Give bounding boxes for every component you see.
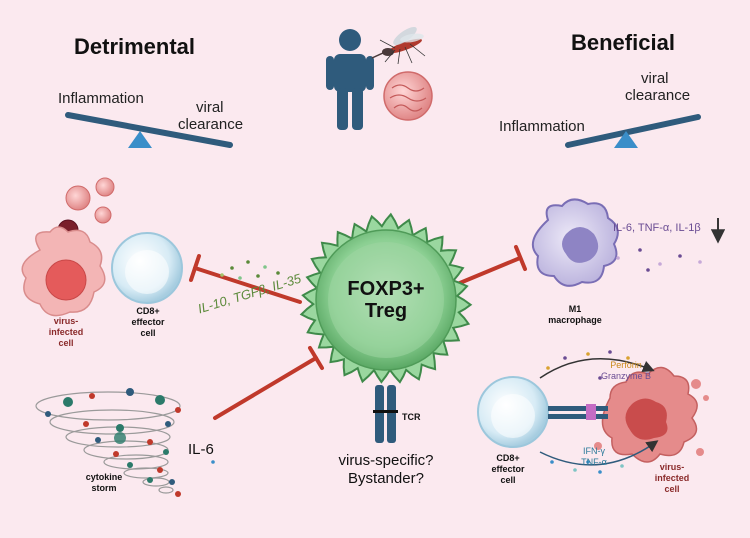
inhibit-line-left <box>189 254 302 304</box>
ifn-tnf-label: IFN-γ TNF-α <box>574 446 614 468</box>
left-seesaw-low-label-1: viral <box>196 99 224 116</box>
inhibit-line-right <box>453 245 527 287</box>
macrophage-line1: M1 <box>568 304 582 314</box>
left-seesaw-high-label: Inflammation <box>58 90 144 107</box>
cytokine-storm-label: cytokine storm <box>76 472 132 494</box>
cd8-right-label: CD8+ effector cell <box>480 453 536 486</box>
treg-label-line1: FOXP3+ <box>347 278 425 300</box>
question-line1: virus-specific? <box>338 452 434 469</box>
cd8-right-line2: effector <box>491 464 525 474</box>
inhibit-line-il6 <box>211 346 324 464</box>
seesaw-left <box>65 112 233 148</box>
infected-right-line2: infected <box>654 473 690 483</box>
tnf-label: TNF-α <box>581 457 607 467</box>
infected-right-line3: cell <box>664 484 680 494</box>
storm-particles <box>45 388 181 497</box>
ifn-label: IFN-γ <box>583 446 605 456</box>
infected-left-line1: virus- <box>53 316 79 326</box>
heading-beneficial: Beneficial <box>571 30 675 55</box>
cd8-left-line3: cell <box>140 328 156 338</box>
cd8-left-label: CD8+ effector cell <box>118 306 178 339</box>
cd8-left-line1: CD8+ <box>136 306 160 316</box>
cd8-right-line3: cell <box>500 475 516 485</box>
virus-particles <box>57 177 115 241</box>
ifn-arrow <box>539 440 659 474</box>
infected-right-label: virus- infected cell <box>644 462 700 495</box>
seesaw-right <box>565 114 701 148</box>
cytokine-dots-left <box>220 260 280 280</box>
right-seesaw-high-label-1: viral <box>641 70 669 87</box>
right-seesaw-low-label: Inflammation <box>499 118 585 135</box>
treg-label: FOXP3+ Treg <box>330 278 442 322</box>
synapse-connector <box>548 404 608 420</box>
infected-right-line1: virus- <box>659 462 685 472</box>
heading-detrimental: Detrimental <box>74 34 196 59</box>
macrophage-cytokines-label: IL-6, TNF-α, IL-1β <box>613 222 701 234</box>
infected-left-line3: cell <box>58 338 74 348</box>
mosquito-icon <box>371 26 426 65</box>
perforin-label: Perforin <box>610 360 642 370</box>
infected-left-line2: infected <box>48 327 84 337</box>
storm-line2: storm <box>91 483 117 493</box>
infected-cell-right <box>594 366 709 463</box>
perforin-granzyme-label: Perforin Granzyme B <box>600 360 652 382</box>
right-seesaw-high-label-2: clearance <box>625 87 691 104</box>
cd8-cell-left <box>111 232 183 304</box>
treg-label-line2: Treg <box>364 300 408 322</box>
infected-cell-left-label: virus- infected cell <box>36 316 96 349</box>
storm-line1: cytokine <box>85 472 123 482</box>
cd8-cell-right <box>477 376 549 448</box>
cd8-left-line2: effector <box>131 317 165 327</box>
virus-icon <box>383 71 433 121</box>
person-icon <box>326 29 374 130</box>
macrophage-label: M1 macrophage <box>540 304 610 326</box>
tcr-label: TCR <box>402 412 421 422</box>
question-label: virus-specific? Bystander? <box>318 452 454 488</box>
left-seesaw-low-label-2: clearance <box>178 116 244 133</box>
il6-label: IL-6 <box>188 441 214 458</box>
treg-cell <box>299 212 473 384</box>
granzyme-label: Granzyme B <box>600 371 651 381</box>
question-line2: Bystander? <box>348 470 424 487</box>
cd8-right-line1: CD8+ <box>496 453 520 463</box>
perforin-arrow <box>539 350 655 380</box>
cytokine-dots-right <box>616 248 702 272</box>
macrophage-line2: macrophage <box>548 315 602 325</box>
macrophage-icon <box>531 198 619 287</box>
tcr-receptor-icon <box>373 385 398 443</box>
infected-cell-left <box>21 226 106 317</box>
